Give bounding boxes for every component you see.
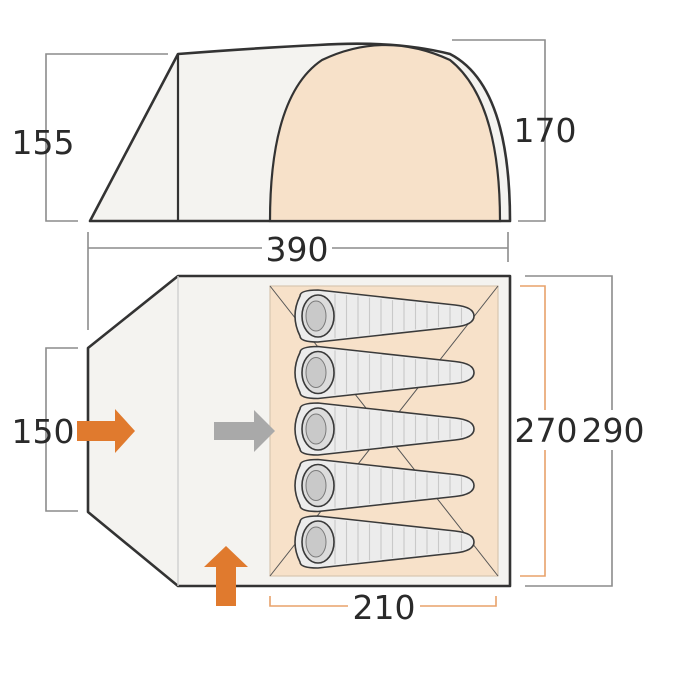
sleeping-bag (294, 458, 475, 513)
sleeping-bag-hood-opening (305, 357, 327, 388)
sleeping-bags (294, 289, 475, 569)
top-view: 150 270 290 210 (12, 274, 645, 627)
bedroom-length-label: 210 (353, 588, 416, 627)
sleeping-bag-body (294, 345, 475, 400)
height-bedroom-dimension-line (452, 39, 546, 222)
sleeping-bag-body (294, 289, 475, 343)
bedroom-length-dimension-line (269, 596, 348, 607)
height-bedroom-label: 170 (514, 111, 577, 150)
bedroom-width-dimension-line-lower (520, 450, 546, 577)
total-width-label: 290 (582, 411, 645, 450)
inner-door-arrow-icon (214, 410, 275, 452)
sleeping-bag (294, 402, 475, 456)
entrance-width-dimension-line (45, 347, 78, 512)
sleeping-bag-body (294, 458, 475, 513)
height-front-dimension-line (45, 53, 168, 222)
sleeping-bag-hood-opening (305, 470, 327, 501)
sleeping-bag-hood-opening (305, 413, 327, 445)
sleeping-bag-hood-opening (305, 526, 327, 558)
total-length-dimension: 390 (87, 230, 509, 330)
side-door-arrow-icon (204, 546, 248, 606)
sleeping-bag-hood-opening (305, 300, 327, 332)
side-view: 155 170 (12, 39, 577, 223)
sleeping-bag (294, 515, 475, 569)
height-front-label: 155 (12, 123, 75, 162)
bedroom-width-label: 270 (515, 411, 578, 450)
sleeping-bag (294, 345, 475, 400)
sleeping-bag-body (294, 402, 475, 456)
entrance-width-label: 150 (12, 412, 75, 451)
sleeping-bag-body (294, 515, 475, 569)
total-width-dimension-line-lower (525, 450, 613, 587)
total-length-label: 390 (266, 230, 329, 269)
bedroom-length-dimension-line-right (420, 596, 497, 607)
bedroom-width-dimension-line (520, 285, 546, 410)
side-view-bedroom (268, 43, 502, 223)
front-door-arrow-icon (77, 409, 135, 453)
sleeping-bag (294, 289, 475, 343)
total-width-dimension-line (525, 275, 613, 410)
